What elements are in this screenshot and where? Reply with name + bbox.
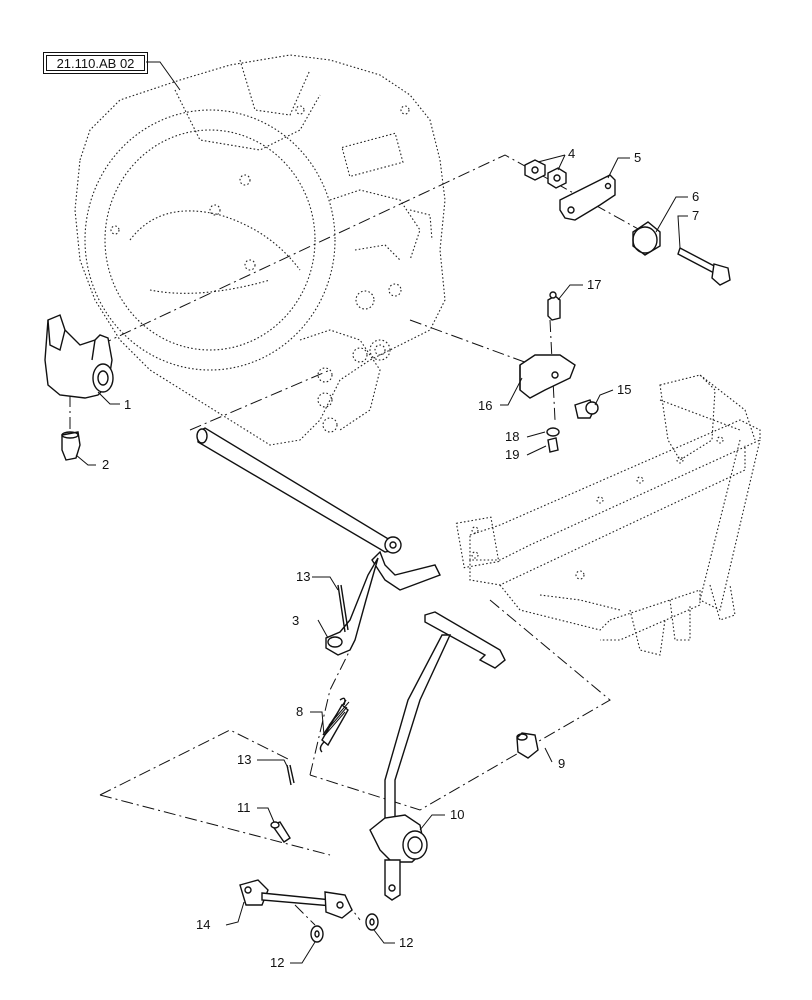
part-19-pin	[547, 437, 559, 453]
callout-17[interactable]: 17	[587, 277, 601, 292]
callout-15[interactable]: 15	[617, 382, 631, 397]
callout-13-upper[interactable]: 13	[296, 569, 310, 584]
callout-labels: 1 2 3 4 5 6 7 8 9 10 11 12 12 13 13 14 1…	[102, 146, 699, 970]
part-13a-cotter-pin	[337, 584, 349, 633]
callout-12-right[interactable]: 12	[399, 935, 413, 950]
callout-13-lower[interactable]: 13	[237, 752, 251, 767]
part-7-bolt	[677, 246, 731, 286]
callout-6[interactable]: 6	[692, 189, 699, 204]
part-1-shift-fork	[44, 314, 114, 399]
callout-2[interactable]: 2	[102, 457, 109, 472]
callout-11[interactable]: 11	[237, 800, 251, 815]
callout-4[interactable]: 4	[568, 146, 575, 161]
centre-lines	[69, 154, 641, 926]
part-10-pedal	[369, 611, 506, 901]
transmission-housing	[74, 54, 446, 446]
leader-lines	[75, 61, 688, 964]
callout-18[interactable]: 18	[505, 429, 519, 444]
part-17-grease-fitting	[547, 291, 561, 321]
part-11-pin	[270, 821, 291, 843]
part-8-spring	[319, 697, 350, 753]
callout-9[interactable]: 9	[558, 756, 565, 771]
part-9-rubber-stop	[516, 732, 539, 759]
part-3-shaft-lever	[196, 427, 441, 656]
part-15-bolt	[574, 399, 599, 419]
part-16-bracket	[519, 354, 576, 399]
callout-5[interactable]: 5	[634, 150, 641, 165]
callout-10[interactable]: 10	[450, 807, 464, 822]
callout-14[interactable]: 14	[196, 917, 210, 932]
part-5-bracket	[559, 174, 616, 221]
callout-19[interactable]: 19	[505, 447, 519, 462]
part-18-washer	[546, 427, 560, 437]
part-4-nuts	[524, 159, 567, 189]
support-frame	[455, 374, 761, 656]
part-14-clevis-rod	[239, 879, 353, 919]
reference-code: 21.110.AB 02	[56, 55, 135, 71]
part-13b-cotter-pin	[286, 764, 295, 786]
part-2-plug	[61, 431, 81, 461]
reference-code-box[interactable]: 21.110.AB 02	[43, 52, 148, 74]
callout-1[interactable]: 1	[124, 397, 131, 412]
part-12-washers	[310, 913, 379, 943]
callout-12-left[interactable]: 12	[270, 955, 284, 970]
part-6-bushing	[632, 221, 661, 256]
callout-8[interactable]: 8	[296, 704, 303, 719]
callout-16[interactable]: 16	[478, 398, 492, 413]
callout-7[interactable]: 7	[692, 208, 699, 223]
callout-3[interactable]: 3	[292, 613, 299, 628]
